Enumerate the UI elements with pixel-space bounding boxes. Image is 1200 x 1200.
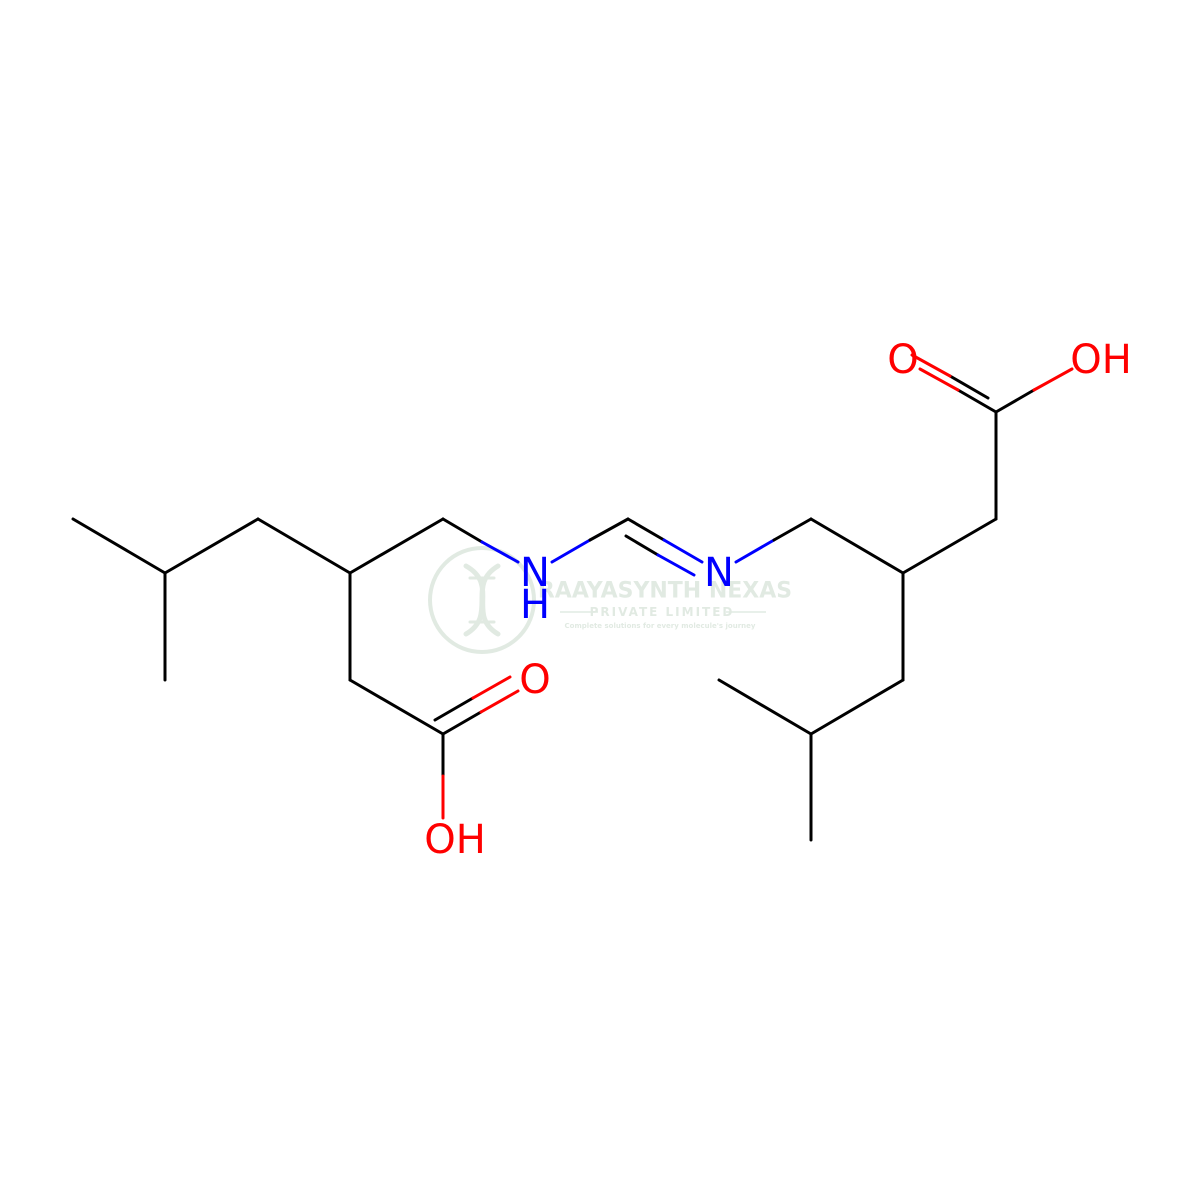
bond-right-ch2-ch <box>809 517 905 575</box>
left-carbon-skeleton <box>71 517 484 736</box>
atom-right-carbonyl-o: O <box>887 337 918 383</box>
atom-left-carbonyl-o: O <box>519 657 550 703</box>
atom-right-hydroxyl: OH <box>1070 337 1132 383</box>
bond-left-nh-blue <box>480 540 520 564</box>
watermark-tagline: Complete solutions for every molecule's … <box>565 622 756 630</box>
bond-nh-to-ch-black <box>588 517 630 542</box>
bond-ch-to-n-double-blue <box>656 553 696 577</box>
bond-right-methyl-a <box>717 678 813 736</box>
dna-helix-icon <box>463 563 501 637</box>
bond-ch-to-n-double-black <box>624 534 660 557</box>
bond-right-ch2-isobutyl <box>809 678 905 736</box>
watermark: RAAYASYNTH NEXAS PRIVATE LIMITED Complet… <box>428 546 792 654</box>
bond-n-to-right-ch2-black <box>772 517 813 542</box>
watermark-subtitle: PRIVATE LIMITED <box>590 605 735 619</box>
bond-right-c-oh-red <box>1032 367 1074 392</box>
bond-left-ch2-ch <box>256 517 352 575</box>
left-carboxyl-group <box>433 675 520 820</box>
atom-imine-n: N <box>704 550 734 596</box>
atom-nh-h: H <box>520 582 550 628</box>
bond-left-c-o-double-b-black <box>433 696 475 722</box>
bond-left-c-o-double-a-red <box>479 689 520 714</box>
bond-right-ch-ch2cooh <box>901 517 998 575</box>
atom-left-hydroxyl: OH <box>424 817 486 863</box>
bond-nh-to-ch-blue <box>550 538 592 564</box>
atom-nh-n: N <box>520 550 550 596</box>
bond-right-c-oh-black <box>994 388 1036 414</box>
bond-ch-to-n-blue <box>662 538 704 564</box>
watermark-logo-ring <box>428 546 536 654</box>
bond-right-c-o-double-a-red <box>918 367 960 392</box>
right-carboxyl-group <box>910 353 1074 414</box>
watermark-company: RAAYASYNTH NEXAS <box>538 579 792 604</box>
bond-right-c-o-double-a-black <box>956 388 998 414</box>
bond-right-c-o-double-b-black <box>948 374 990 400</box>
right-carbon-skeleton <box>717 410 998 842</box>
bond-ch-to-n-black <box>626 517 666 542</box>
bond-n-to-right-ch2-blue <box>734 538 776 564</box>
bond-left-c-o-double-a-black <box>441 710 483 736</box>
bond-left-ch2n-to-n <box>441 517 484 544</box>
bond-left-c-o-double-b-red <box>471 675 512 700</box>
bond-left-ch-ch2n <box>348 517 445 575</box>
bond-left-methyl-a <box>71 517 167 575</box>
bond-left-isobutyl-ch2 <box>163 517 260 575</box>
bond-left-ch2-carboxyl <box>348 678 445 736</box>
bond-right-c-o-double-b-red <box>910 353 952 378</box>
